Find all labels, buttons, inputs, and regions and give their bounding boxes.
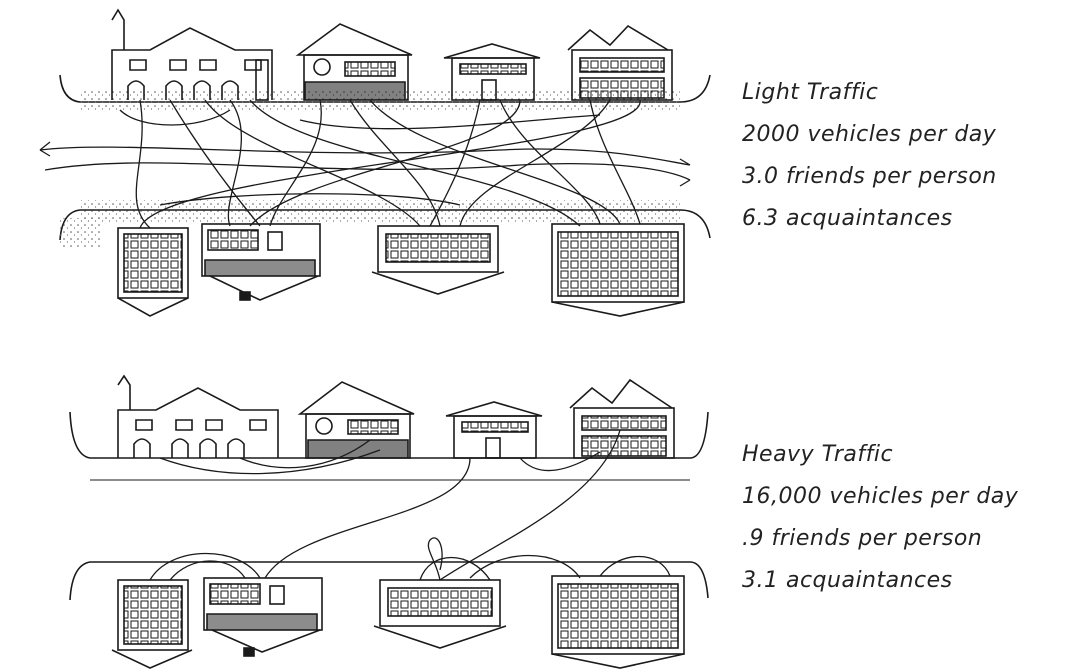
light-traffic-vehicles: 2000 vehicles per day [742,122,997,147]
house-duplex [371,225,505,295]
house-tower-a-heavy [111,579,193,669]
heavy-traffic-title: Heavy Traffic [742,442,894,467]
house-duplex-heavy [373,579,507,649]
heavy-traffic-vehicles: 16,000 vehicles per day [742,484,1019,509]
light-traffic-panel [39,8,711,317]
upper-sidewalk-stipple [80,90,680,112]
heavy-traffic-caption: Heavy Traffic 16,000 vehicles per day .9… [742,434,1018,602]
heavy-traffic-panel [69,374,709,669]
lower-curb-heavy [69,561,709,601]
house-tower-b [201,223,321,301]
house-colonial-heavy [117,374,279,458]
house-small [443,43,541,101]
heavy-connections [149,429,671,581]
heavy-traffic-friends: .9 friends per person [742,526,983,551]
light-traffic-acquaintances: 6.3 acquaintances [742,206,953,231]
house-bungalow [295,23,413,101]
house-apartment-heavy [551,575,685,669]
house-small-heavy [445,401,543,459]
heavy-traffic-acquaintances: 3.1 acquaintances [742,568,953,593]
house-apartment [551,223,685,317]
house-bungalow-heavy [297,381,415,459]
light-traffic-caption: Light Traffic 2000 vehicles per day 3.0 … [742,72,997,240]
house-tower-a [117,227,189,317]
house-twin-gable-heavy [569,378,675,459]
house-twin-gable [567,24,673,101]
light-traffic-friends: 3.0 friends per person [742,164,997,189]
light-traffic-title: Light Traffic [742,80,879,105]
house-colonial [111,8,273,101]
house-tower-b-heavy [203,577,323,657]
light-connections [39,99,691,229]
